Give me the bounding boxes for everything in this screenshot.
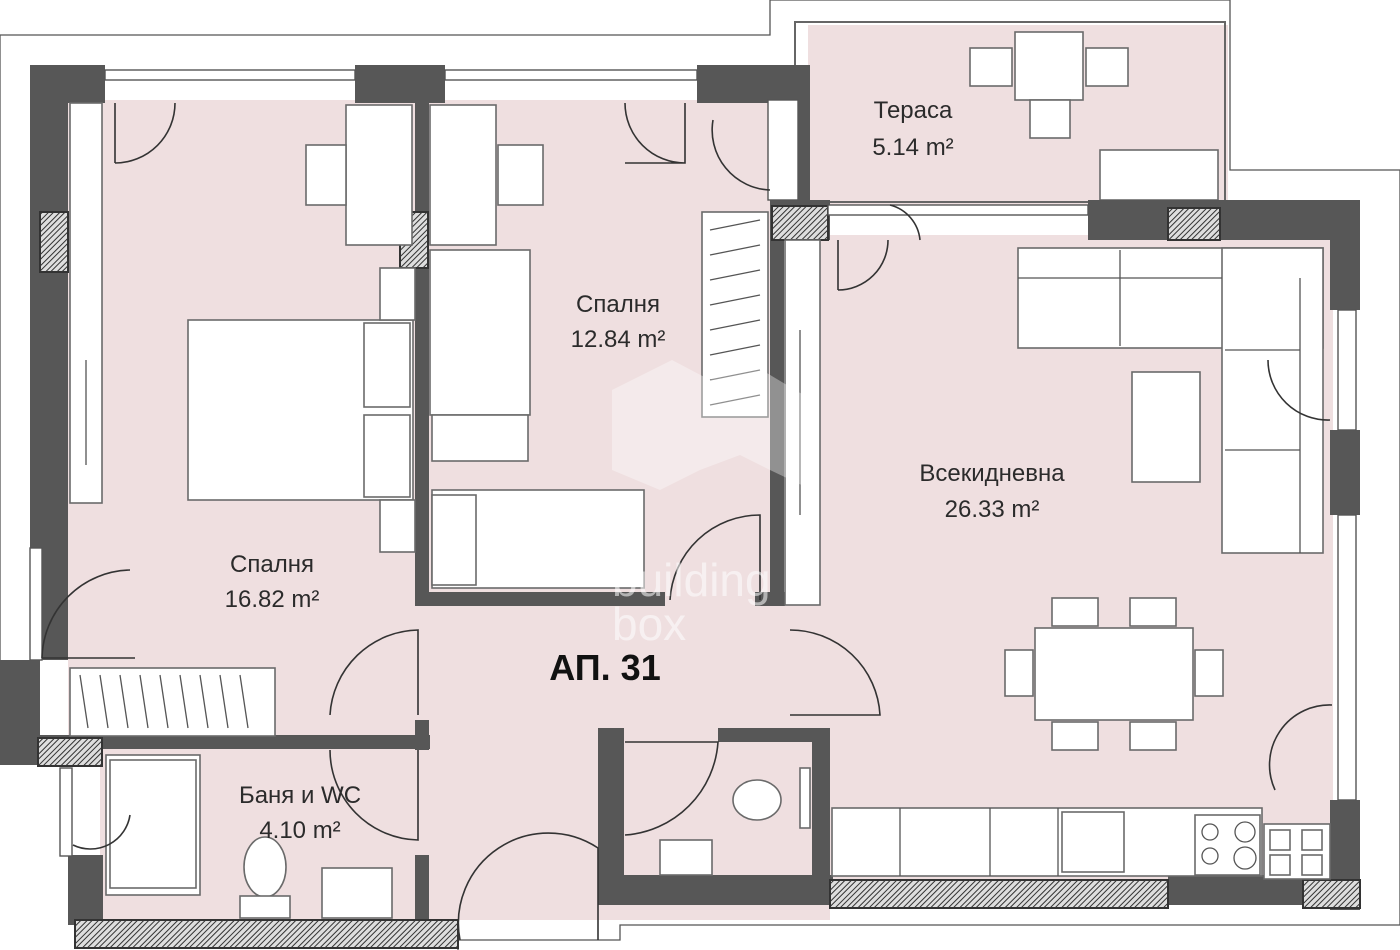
kitchen-counter — [831, 807, 1263, 877]
single-bed-1 — [429, 249, 531, 462]
watermark-line-2: box — [612, 598, 686, 650]
room-area: 5.14 m² — [872, 134, 953, 161]
wardrobe-hangers-2 — [709, 219, 761, 406]
room-label-bedroom-large: Спалня 16.82 m² — [225, 551, 320, 613]
doors — [41, 102, 1333, 941]
watermark: building box — [612, 360, 812, 650]
windows — [29, 69, 1357, 857]
room-name: Спалня — [230, 551, 314, 578]
desk-with-chairs — [305, 104, 544, 246]
double-bed — [187, 267, 416, 553]
single-bed-2 — [431, 489, 645, 589]
columns — [37, 205, 1361, 949]
coffee-table — [1131, 371, 1201, 483]
wardrobe-hangers — [79, 674, 249, 729]
bathroom-fixtures — [105, 754, 811, 919]
terrace-table — [969, 31, 1129, 139]
room-name: Тераса — [874, 97, 953, 124]
dining-table — [1004, 597, 1224, 751]
room-label-living: Всекидневна 26.33 m² — [919, 460, 1065, 523]
room-name: Спалня — [576, 291, 660, 318]
room-area: 16.82 m² — [225, 586, 320, 613]
room-area: 4.10 m² — [259, 817, 340, 844]
terrace-planter — [1099, 149, 1219, 201]
room-label-terrace: Тераса 5.14 m² — [872, 97, 953, 161]
wardrobes — [69, 102, 821, 737]
room-label-bathroom: Баня и WC 4.10 m² — [239, 782, 361, 844]
room-name: Баня и WC — [239, 782, 361, 809]
stove — [1263, 823, 1331, 880]
room-name: Всекидневна — [919, 460, 1065, 487]
sofa — [1017, 247, 1324, 554]
walls — [0, 65, 1360, 925]
room-area: 26.33 m² — [945, 496, 1040, 523]
room-area: 12.84 m² — [571, 326, 666, 353]
apartment-label: АП. 31 — [549, 647, 660, 688]
watermark-line-1: building — [612, 554, 771, 606]
room-label-bedroom-small: Спалня 12.84 m² — [571, 291, 666, 353]
